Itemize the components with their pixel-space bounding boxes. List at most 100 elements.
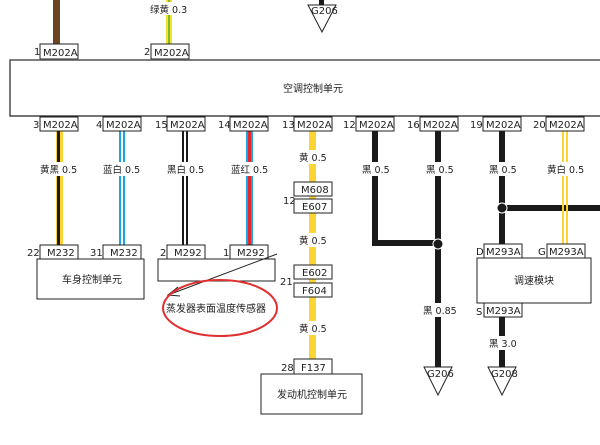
svg-text:G: G bbox=[538, 247, 546, 258]
ground-label: G208 bbox=[491, 369, 518, 380]
wire-label: 蓝红 0.5 bbox=[231, 164, 268, 176]
svg-text:M293A: M293A bbox=[486, 247, 521, 258]
connector-pin12: 12 M202A bbox=[343, 116, 395, 132]
ground-label: G206 bbox=[311, 6, 338, 17]
svg-text:M293A: M293A bbox=[486, 306, 521, 317]
wire-label: 黄白 0.5 bbox=[547, 164, 584, 176]
svg-text:15: 15 bbox=[155, 120, 168, 131]
connector-pin19: 19 M202A bbox=[470, 116, 522, 132]
wire-black-pin12 bbox=[372, 131, 438, 246]
svg-text:M202A: M202A bbox=[486, 120, 521, 131]
svg-text:4: 4 bbox=[96, 120, 102, 131]
wire-label: 黑白 0.5 bbox=[167, 164, 204, 176]
pin-number: 2 bbox=[144, 47, 150, 58]
wire-black-branch bbox=[502, 205, 600, 211]
wire-label: 黑 3.0 bbox=[489, 339, 517, 350]
svg-text:M202A: M202A bbox=[359, 120, 394, 131]
unit-label: 车身控制单元 bbox=[62, 273, 122, 286]
svg-text:M202A: M202A bbox=[423, 120, 458, 131]
connector-pin15: 15 M202A bbox=[155, 116, 206, 132]
pin-number: 1 bbox=[34, 47, 40, 58]
wire-green-yellow-pin2 bbox=[166, 0, 172, 44]
inline-connector-21: 21 E602 F604 bbox=[280, 264, 333, 298]
svg-text:M292: M292 bbox=[237, 248, 265, 259]
svg-text:3: 3 bbox=[33, 120, 39, 131]
svg-text:19: 19 bbox=[470, 120, 483, 131]
connector-id: M202A bbox=[154, 48, 189, 59]
wire-brown-pin1 bbox=[53, 0, 60, 44]
connector-pin4: 4 M202A bbox=[96, 116, 142, 132]
unit-label: 调速模块 bbox=[514, 275, 554, 287]
connector-pin13: 13 M202A bbox=[282, 116, 333, 132]
connector-id: M202A bbox=[43, 48, 78, 59]
connector-pin16: 16 M202A bbox=[407, 116, 459, 132]
svg-text:28: 28 bbox=[281, 363, 294, 374]
ground-symbol-g206: G206 bbox=[423, 366, 454, 397]
svg-text:M292: M292 bbox=[174, 248, 202, 259]
connector-pin14: 14 M202A bbox=[218, 116, 269, 132]
unit-label: 空调控制单元 bbox=[283, 82, 343, 95]
wire-black-pin19 bbox=[499, 131, 505, 244]
wire-label: 黑 0.5 bbox=[362, 165, 390, 176]
splice-dot bbox=[496, 202, 508, 214]
ground-symbol-g208: G208 bbox=[487, 366, 518, 397]
wire-label: 黄 0.5 bbox=[299, 235, 327, 247]
ac-control-unit: 空调控制单元 bbox=[9, 59, 600, 117]
svg-text:F137: F137 bbox=[301, 363, 326, 374]
svg-text:22: 22 bbox=[27, 248, 40, 259]
svg-text:M232: M232 bbox=[47, 248, 75, 259]
svg-text:E607: E607 bbox=[302, 202, 327, 213]
wire-label: 蓝白 0.5 bbox=[103, 164, 140, 176]
wire-black-white bbox=[182, 131, 188, 245]
svg-text:F604: F604 bbox=[302, 286, 327, 297]
engine-control-unit: 28 F137 发动机控制单元 bbox=[260, 358, 363, 415]
svg-text:D: D bbox=[476, 247, 484, 258]
svg-text:M202A: M202A bbox=[170, 120, 205, 131]
wire-yellow-white bbox=[562, 131, 568, 244]
ground-label: G206 bbox=[427, 369, 454, 380]
wire-blue-red bbox=[246, 131, 253, 245]
svg-text:M202A: M202A bbox=[106, 120, 141, 131]
annotation-circle bbox=[162, 279, 278, 337]
svg-text:14: 14 bbox=[218, 120, 231, 131]
body-control-unit: 车身控制单元 22 M232 31 M232 bbox=[27, 244, 145, 300]
svg-text:S: S bbox=[476, 307, 482, 318]
svg-text:M202A: M202A bbox=[549, 120, 584, 131]
svg-text:M608: M608 bbox=[301, 185, 329, 196]
wire-label: 黑 0.85 bbox=[423, 306, 457, 317]
connector-pin20: 20 M202A bbox=[533, 116, 585, 132]
wire-label: 黄 0.5 bbox=[299, 323, 327, 335]
svg-text:M202A: M202A bbox=[43, 120, 78, 131]
svg-text:12: 12 bbox=[343, 120, 356, 131]
wire-label: 黄 0.5 bbox=[299, 152, 327, 164]
svg-text:21: 21 bbox=[280, 277, 293, 288]
svg-text:M202A: M202A bbox=[297, 120, 332, 131]
unit-label: 发动机控制单元 bbox=[277, 388, 347, 401]
sensor-label: 蒸发器表面温度传感器 bbox=[166, 302, 266, 315]
svg-text:16: 16 bbox=[407, 120, 420, 131]
wire-black-pin16 bbox=[435, 131, 441, 371]
speed-control-module: D M293A G M293A 调速模块 S M293A bbox=[476, 243, 592, 318]
svg-text:31: 31 bbox=[90, 248, 103, 259]
svg-text:M202A: M202A bbox=[233, 120, 268, 131]
connector-pin2: 2 M202A bbox=[144, 43, 190, 60]
inline-connector-12: 12 M608 E607 bbox=[283, 181, 333, 214]
svg-text:M232: M232 bbox=[110, 248, 138, 259]
svg-text:12: 12 bbox=[283, 196, 296, 207]
svg-text:13: 13 bbox=[282, 120, 295, 131]
wire-blue-white bbox=[119, 131, 125, 245]
wire-label: 黑 0.5 bbox=[426, 165, 454, 176]
svg-text:20: 20 bbox=[533, 120, 546, 131]
main-bottom-connectors: 3 M202A 4 M202A 15 M202A 14 M202A 13 M20… bbox=[33, 116, 585, 132]
svg-text:1: 1 bbox=[223, 248, 229, 259]
connector-pin3: 3 M202A bbox=[33, 116, 79, 132]
svg-text:2: 2 bbox=[160, 248, 166, 259]
wire-yellow-black bbox=[56, 131, 63, 245]
wire-label: 黑 0.5 bbox=[489, 165, 517, 176]
svg-text:E602: E602 bbox=[302, 268, 327, 279]
connector-pin1: 1 M202A bbox=[34, 43, 79, 60]
svg-text:M293A: M293A bbox=[549, 247, 584, 258]
ground-symbol-top: G206 bbox=[307, 4, 338, 34]
splice-dot bbox=[432, 238, 444, 250]
